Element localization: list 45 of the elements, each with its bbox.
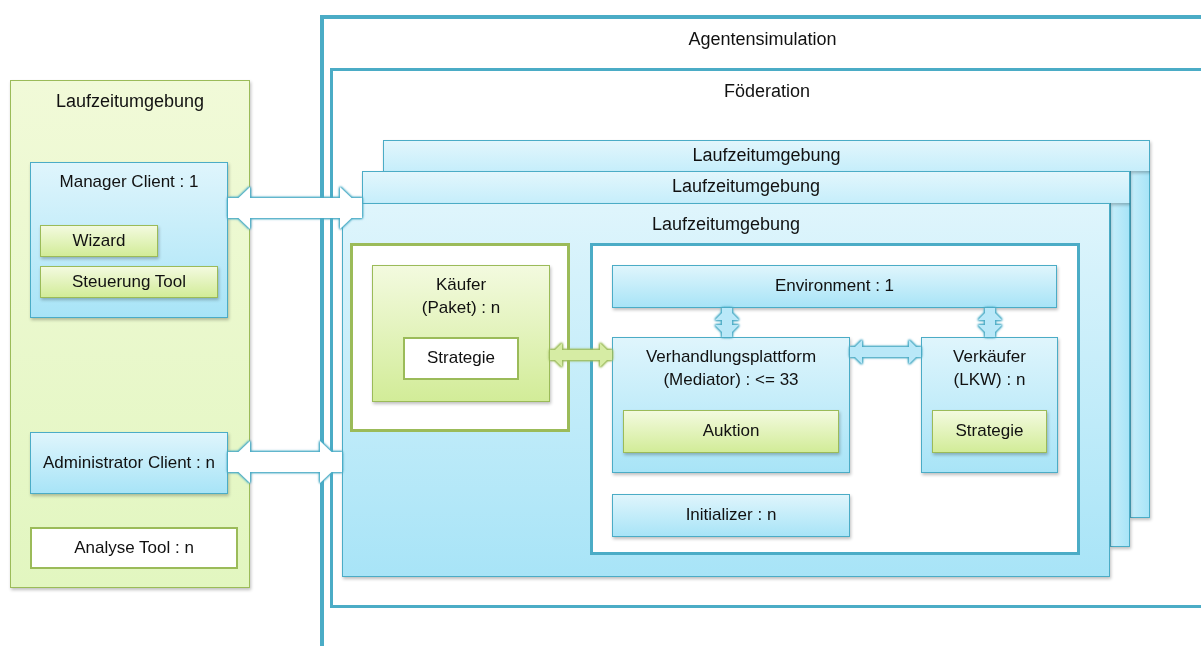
- double-arrow: [228, 187, 362, 229]
- agent-box: [612, 337, 850, 473]
- box-label: Environment : 1: [773, 275, 896, 298]
- box-label: Administrator Client : n: [42, 451, 216, 474]
- box-label: Auktion: [701, 420, 761, 443]
- box-label: Steuerung Tool: [70, 270, 188, 293]
- box-label: Wizard: [71, 229, 127, 252]
- box-title: Laufzeitumgebung: [650, 213, 802, 236]
- component-box: [40, 225, 158, 257]
- runtime-panel: [10, 80, 250, 588]
- box-title: Laufzeitumgebung: [691, 144, 842, 167]
- component-box: [40, 266, 218, 298]
- runtime-panel: [383, 140, 1150, 171]
- box-title: Manager Client : 1: [58, 171, 200, 193]
- box-label: Strategie: [954, 420, 1025, 443]
- double-arrow: [715, 308, 739, 337]
- box-title: Laufzeitumgebung: [670, 175, 822, 198]
- client-box: [30, 162, 228, 318]
- box-title: Käufer (Paket) : n: [420, 274, 502, 319]
- group-frame: [350, 243, 570, 432]
- box-label: Initializer : n: [684, 504, 778, 527]
- component-box: [932, 410, 1047, 453]
- box-label: Analyse Tool : n: [73, 536, 195, 559]
- box-label: Strategie: [425, 347, 496, 370]
- double-arrow: [850, 340, 921, 364]
- agent-box: [372, 265, 550, 402]
- component-box: [612, 265, 1057, 308]
- component-box: [612, 494, 850, 537]
- box-title: Verhandlungsplattform (Mediator) : <= 33: [644, 346, 818, 391]
- outer-frame: [320, 15, 1201, 646]
- box-title: Laufzeitumgebung: [54, 90, 206, 113]
- runtime-panel: [362, 171, 1130, 203]
- component-box: [30, 527, 238, 569]
- federation-frame: [330, 68, 1201, 608]
- double-arrow: [978, 308, 1002, 337]
- box-title: Agentensimulation: [687, 28, 838, 51]
- agent-box: [921, 337, 1058, 473]
- component-box: [403, 337, 519, 380]
- double-arrow: [550, 343, 612, 367]
- box-title: Föderation: [722, 80, 812, 103]
- component-box: [623, 410, 839, 453]
- client-box: [30, 432, 228, 494]
- group-frame: [590, 243, 1080, 555]
- runtime-panel: [342, 203, 1110, 577]
- box-title: Verkäufer (LKW) : n: [952, 346, 1027, 391]
